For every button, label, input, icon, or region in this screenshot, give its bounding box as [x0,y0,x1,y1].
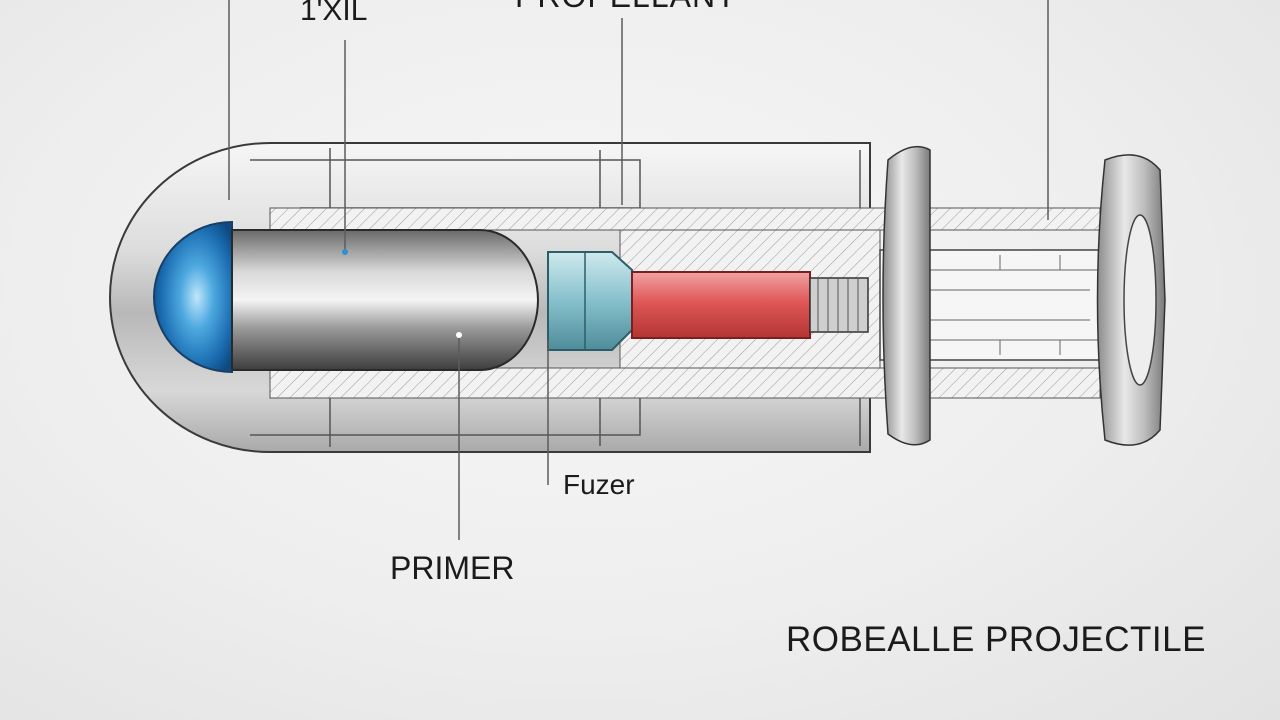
label-top-left: 1'XIL [300,0,368,27]
hatched-section-upper [269,207,1101,231]
rear-flange-hub [1123,214,1157,386]
casing-detail-bottom [250,387,861,447]
inner-core [231,229,539,371]
hatched-section-lower [269,367,1101,399]
leader-lines [228,0,1049,540]
casing-detail-top [250,148,861,209]
blue-nose-dome [153,220,233,374]
label-fuze: Fuzer [563,469,635,500]
label-primer: PRIMER [390,550,515,586]
footer-title: ROBEALLE PROJECTILE [786,620,1206,659]
red-component [631,271,811,339]
mid-flange [882,145,931,446]
label-propellant: PROPELLANT [515,0,737,12]
pinion-gear [809,277,869,333]
teal-component [547,251,633,351]
